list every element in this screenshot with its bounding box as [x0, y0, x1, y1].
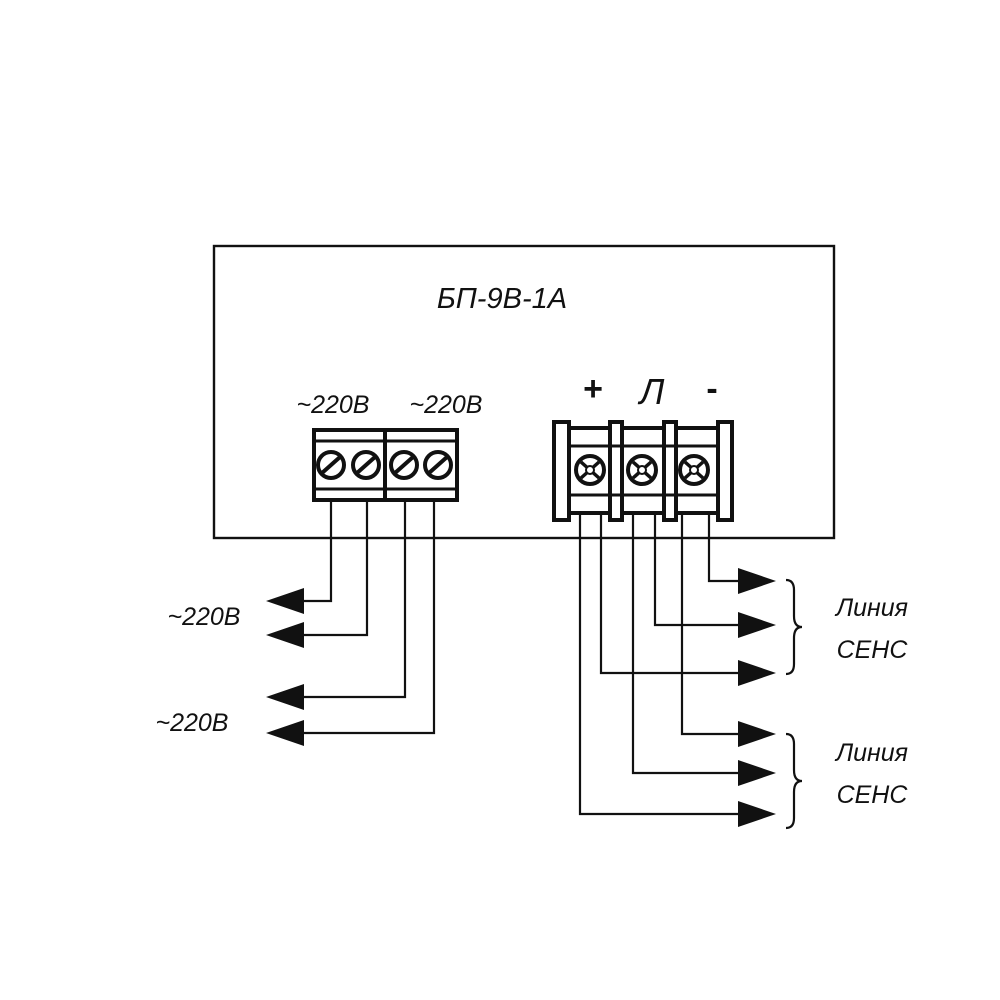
terminal-line-label: Л	[638, 371, 665, 412]
output-arrow-5	[738, 760, 776, 786]
brace-group-2	[785, 732, 803, 830]
sens-group-1-line1: Линия	[834, 594, 908, 622]
terminal-minus-label: -	[706, 370, 717, 408]
mains-output-label-2: ~220В	[156, 709, 229, 737]
sens-group-2-line1: Линия	[834, 739, 908, 767]
brace-group-1	[785, 578, 803, 676]
output-arrow-4	[738, 721, 776, 747]
output-arrow-6	[738, 801, 776, 827]
mains-arrow-4	[266, 720, 304, 746]
output-arrow-1	[738, 568, 776, 594]
mains-arrow-2	[266, 622, 304, 648]
mains-terminal-label-2: ~220В	[410, 391, 483, 419]
device-housing	[212, 244, 836, 540]
output-arrow-3	[738, 660, 776, 686]
mains-terminal-block: ~220В ~220В	[297, 391, 483, 502]
output-screw-plus	[574, 454, 606, 486]
mains-terminal-label-1: ~220В	[297, 391, 370, 419]
mains-screw-1	[316, 450, 346, 480]
mains-arrow-3	[266, 684, 304, 710]
sens-group-2-line2: СЕНС	[837, 781, 909, 809]
sens-group-1-line2: СЕНС	[837, 636, 909, 664]
mains-output-label-1: ~220В	[168, 603, 241, 631]
output-screw-line	[626, 454, 658, 486]
output-terminal-block: + Л -	[552, 370, 734, 522]
mains-wires	[266, 500, 436, 746]
mains-arrow-1	[266, 588, 304, 614]
output-arrow-2	[738, 612, 776, 638]
mains-screw-2	[351, 450, 381, 480]
mains-screw-3	[389, 450, 419, 480]
mains-screw-4	[423, 450, 453, 480]
output-wires	[578, 513, 776, 827]
device-model-label: БП-9В-1А	[437, 283, 567, 315]
terminal-plus-label: +	[583, 370, 603, 408]
output-screw-minus	[678, 454, 710, 486]
